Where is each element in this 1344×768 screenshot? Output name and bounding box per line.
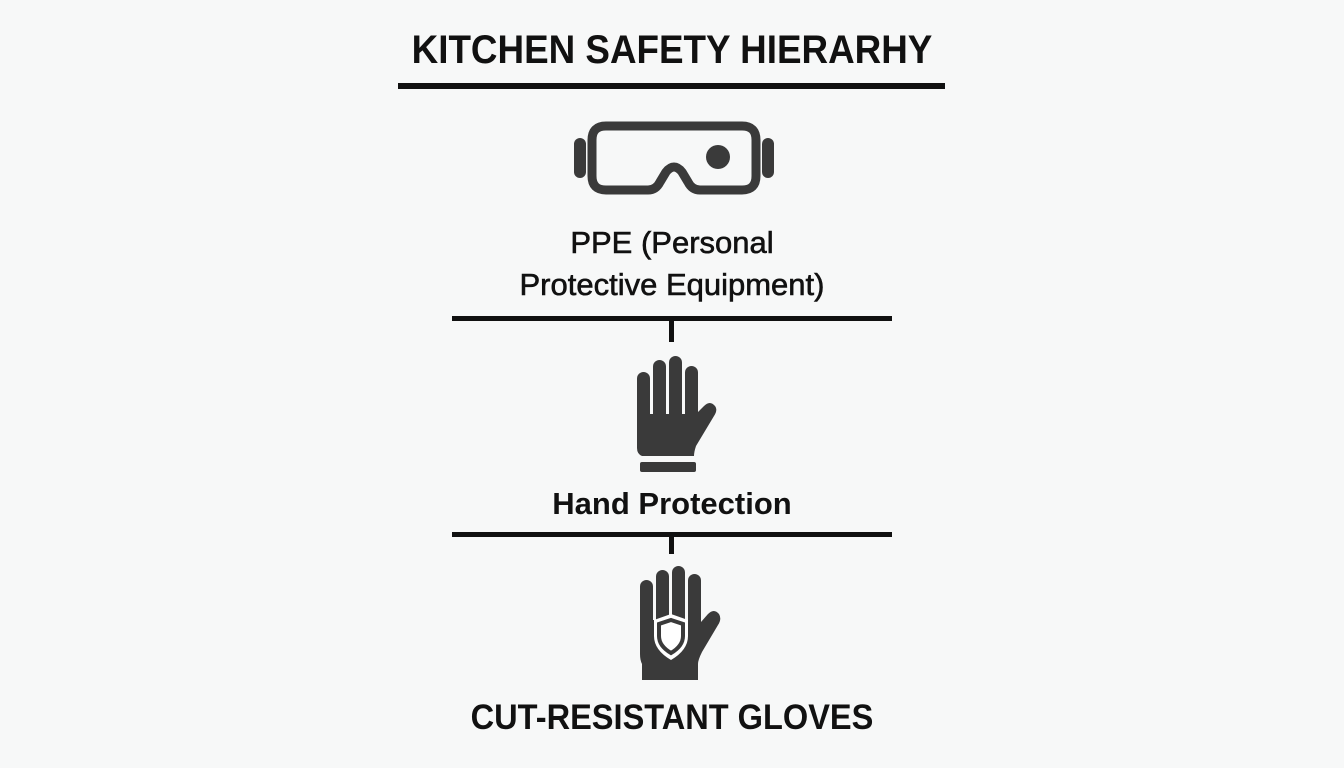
connector-bar-1: [452, 316, 892, 321]
hand-protection-label: Hand Protection: [552, 486, 792, 521]
connector-stem-1: [669, 320, 674, 342]
cut-resistant-glove-icon: [640, 566, 721, 680]
connector-stem-2: [669, 536, 674, 554]
cut-resistant-gloves-label: CUT-RESISTANT GLOVES: [470, 698, 874, 737]
ppe-label-line-2: Protective Equipment): [519, 267, 825, 303]
connector-bar-2: [452, 532, 892, 537]
ppe-label: PPE (Personal Protective Equipment): [0, 222, 1344, 306]
hand-icon: [637, 356, 717, 472]
title-underline: [398, 83, 945, 89]
goggles-icon: [574, 121, 774, 195]
ppe-label-line-1: PPE (Personal: [570, 225, 774, 261]
diagram-title: KITCHEN SAFETY HIERARHY: [411, 28, 933, 72]
